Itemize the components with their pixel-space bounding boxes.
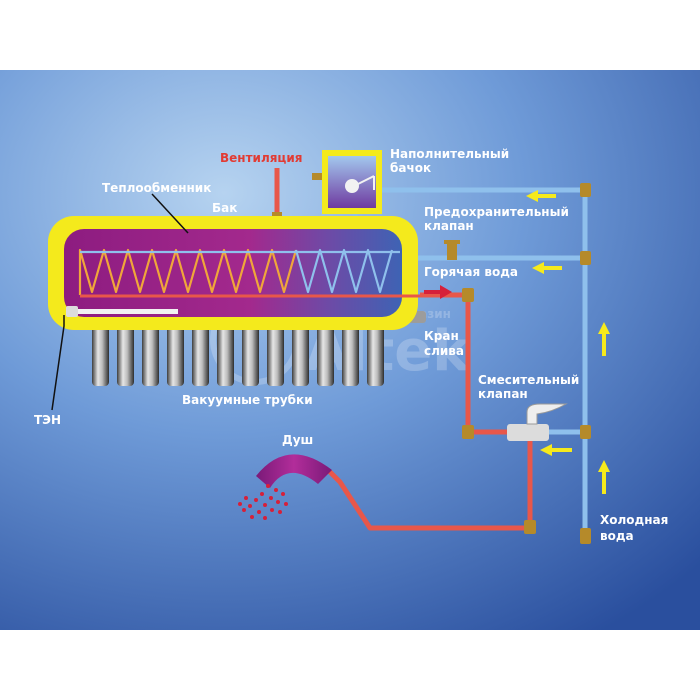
label-mixing-valve-line1: Смесительный	[478, 373, 579, 387]
label-mixing-valve-line2: клапан	[478, 387, 528, 401]
mixing-valve	[507, 403, 568, 441]
flow-arrows	[526, 190, 610, 494]
label-vacuum-tubes: Вакуумные трубки	[182, 393, 313, 407]
label-heat-exchanger: Теплообменник	[102, 181, 211, 195]
shower-head	[256, 454, 332, 488]
label-ventilation: Вентиляция	[220, 151, 302, 165]
labels: Вентиляция Наполнительный бачок Теплообм…	[34, 147, 668, 543]
label-cold-water-line2: вода	[600, 529, 634, 543]
label-cold-water-line1: Холодная	[600, 513, 668, 527]
arrow-left-icon	[532, 262, 562, 274]
label-drain-valve-line2: слива	[424, 344, 464, 358]
vacuum-tubes	[92, 318, 384, 386]
arrow-up-icon	[598, 322, 610, 356]
arrow-up-icon	[598, 460, 610, 494]
hot-water-arrow-icon	[424, 285, 452, 299]
label-leaders	[51, 193, 189, 411]
label-safety-valve-line2: клапан	[424, 219, 474, 233]
arrow-left-icon	[540, 444, 572, 456]
pipe-fittings	[462, 183, 591, 544]
shower-water-drops	[238, 484, 288, 520]
arrow-left-icon	[526, 190, 556, 202]
label-hot-water: Горячая вода	[424, 265, 518, 279]
heat-exchanger-coil	[78, 248, 420, 298]
safety-valve	[444, 240, 460, 260]
label-safety-valve-line1: Предохранительный	[424, 205, 569, 219]
label-heating-element: ТЭН	[34, 413, 61, 427]
label-tank: Бак	[212, 201, 237, 215]
label-filler-tank-line2: бачок	[390, 161, 431, 175]
heating-element	[66, 306, 178, 317]
label-filler-tank-line1: Наполнительный	[390, 147, 509, 161]
label-shower: Душ	[282, 433, 313, 447]
label-drain-valve-line1: Кран	[424, 329, 459, 343]
